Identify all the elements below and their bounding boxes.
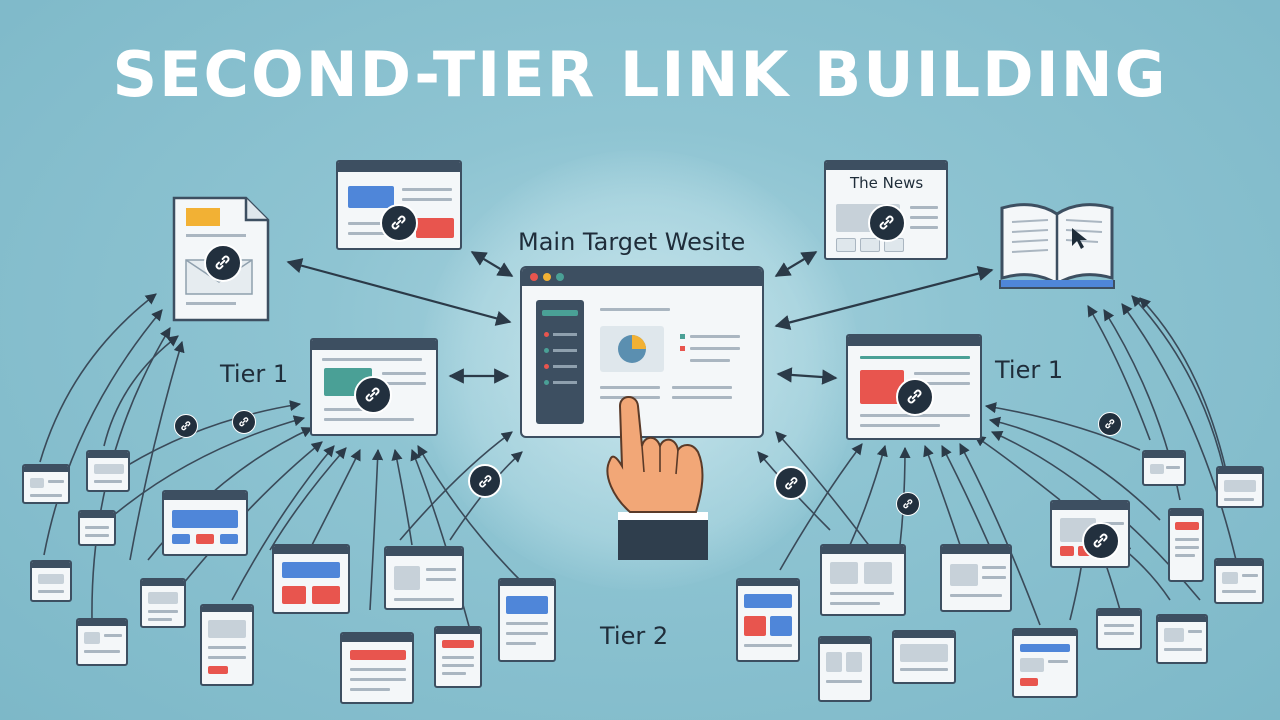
tier2-site	[818, 636, 872, 702]
link-chain-icon	[380, 204, 418, 242]
tier2-site	[78, 510, 116, 546]
link-chain-icon	[174, 414, 198, 438]
tier2-site	[892, 630, 956, 684]
main-chart-panel	[600, 326, 664, 372]
tier2-site	[200, 604, 254, 686]
link-chain-icon	[1082, 522, 1120, 560]
link-chain-icon	[896, 492, 920, 516]
tier2-site	[384, 546, 464, 610]
tier2-site	[1156, 614, 1208, 664]
tier2-site	[1142, 450, 1186, 486]
link-chain-icon	[774, 466, 808, 500]
page-title: SECOND-TIER LINK BUILDING	[112, 38, 1168, 111]
tier1-left-label: Tier 1	[220, 360, 289, 388]
open-book-icon	[999, 203, 1115, 289]
tier2-site	[162, 490, 248, 556]
main-target-label: Main Target Wesite	[518, 228, 746, 256]
link-chain-icon	[468, 464, 502, 498]
link-chain-icon	[1098, 412, 1122, 436]
tier2-site	[86, 450, 130, 492]
pointing-hand-icon	[606, 396, 708, 560]
tier2-site	[736, 578, 800, 662]
tier2-site	[1012, 628, 1078, 698]
link-chain-icon	[868, 204, 906, 242]
tier2-site	[1214, 558, 1264, 604]
window-dot-green	[556, 273, 564, 281]
main-target-website	[520, 266, 764, 438]
tier2-site	[76, 618, 128, 666]
pie-chart-icon	[618, 335, 646, 363]
tier2-site	[22, 464, 70, 504]
window-dot-yellow	[543, 273, 551, 281]
tier2-site	[1216, 466, 1264, 508]
tier2-site	[434, 626, 482, 688]
main-sidebar	[536, 300, 584, 424]
tier2-site	[140, 578, 186, 628]
tier2-site	[30, 560, 72, 602]
tier2-site	[272, 544, 350, 614]
link-chain-icon	[232, 410, 256, 434]
tier2-site	[1096, 608, 1142, 650]
tier2-site	[498, 578, 556, 662]
window-dot-red	[530, 273, 538, 281]
tier2-site	[1168, 508, 1204, 582]
tier2-site	[340, 632, 414, 704]
tier2-label: Tier 2	[600, 622, 669, 650]
link-chain-icon	[896, 378, 934, 416]
link-chain-icon	[354, 376, 392, 414]
news-site-title: The News	[850, 174, 924, 192]
tier2-site	[940, 544, 1012, 612]
tier2-site	[820, 544, 906, 616]
link-chain-icon	[204, 244, 242, 282]
tier1-right-label: Tier 1	[995, 356, 1064, 384]
cursor-icon	[1072, 228, 1087, 249]
tier1-main-arrows	[286, 251, 994, 385]
